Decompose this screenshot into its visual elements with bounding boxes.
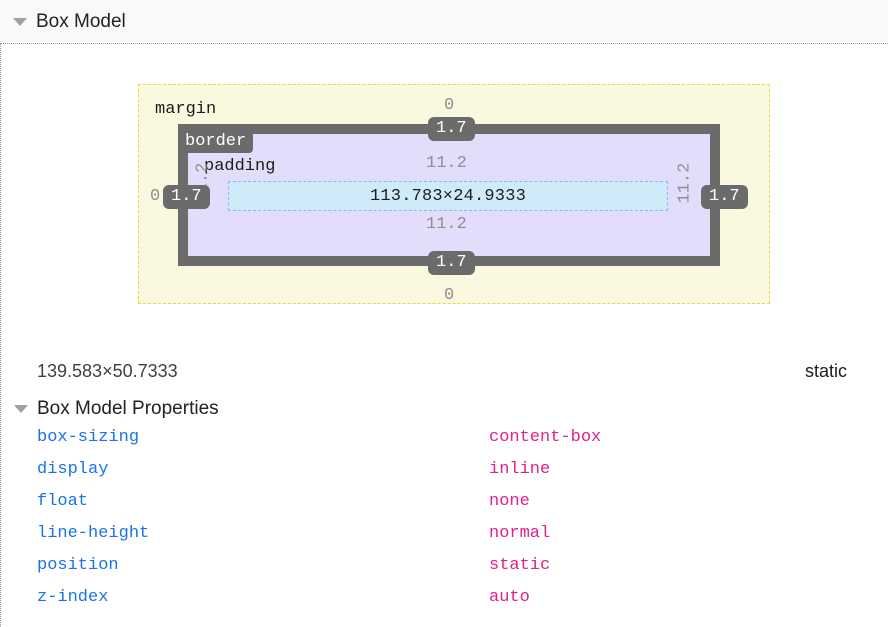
table-row[interactable]: position static [1,556,888,588]
property-value[interactable]: auto [489,588,530,607]
border-left-value[interactable]: 1.7 [163,185,210,209]
box-model-properties-list: box-sizing content-box display inline fl… [1,428,888,620]
triangle-down-icon[interactable] [14,405,28,413]
border-top-value[interactable]: 1.7 [428,117,475,141]
property-name[interactable]: line-height [37,524,150,543]
box-model-panel-body: margin border padding 113.783×24.9333 0 … [0,44,888,627]
property-value[interactable]: none [489,492,530,511]
property-value[interactable]: static [489,556,551,575]
box-model-properties-title: Box Model Properties [37,398,219,419]
triangle-down-icon[interactable] [13,17,27,26]
property-value[interactable]: normal [489,524,551,543]
table-row[interactable]: line-height normal [1,524,888,556]
table-row[interactable]: display inline [1,460,888,492]
margin-layer-label: margin [155,100,217,119]
content-size-label: 113.783×24.9333 [369,186,527,206]
table-row[interactable]: float none [1,492,888,524]
property-name[interactable]: box-sizing [37,428,140,447]
box-model-panel-header[interactable]: Box Model [0,0,888,44]
property-value[interactable]: content-box [489,428,602,447]
padding-layer-label: padding [204,157,276,176]
margin-top-value[interactable]: 0 [444,96,455,115]
border-bottom-value[interactable]: 1.7 [428,251,475,275]
padding-top-value[interactable]: 11.2 [426,154,467,173]
property-name[interactable]: display [37,460,109,479]
table-row[interactable]: z-index auto [1,588,888,620]
margin-left-value[interactable]: 0 [150,187,161,206]
box-model-properties-header[interactable]: Box Model Properties [1,396,219,422]
border-right-value[interactable]: 1.7 [701,185,748,209]
dimensions-row: 139.583×50.7333 static [1,356,888,392]
property-name[interactable]: float [37,492,89,511]
table-row[interactable]: box-sizing content-box [1,428,888,460]
content-layer[interactable]: 113.783×24.9333 [228,181,668,211]
border-layer-label: border [179,131,254,153]
property-name[interactable]: position [37,556,119,575]
box-model-diagram[interactable]: margin border padding 113.783×24.9333 0 … [138,84,770,305]
padding-bottom-value[interactable]: 11.2 [426,215,467,234]
total-size-label: 139.583×50.7333 [37,361,178,381]
property-name[interactable]: z-index [37,588,109,607]
margin-bottom-value[interactable]: 0 [444,286,455,305]
padding-right-value[interactable]: 11.2 [676,163,695,204]
property-value[interactable]: inline [489,460,551,479]
page-title: Box Model [36,10,126,32]
position-label: static [804,361,847,381]
